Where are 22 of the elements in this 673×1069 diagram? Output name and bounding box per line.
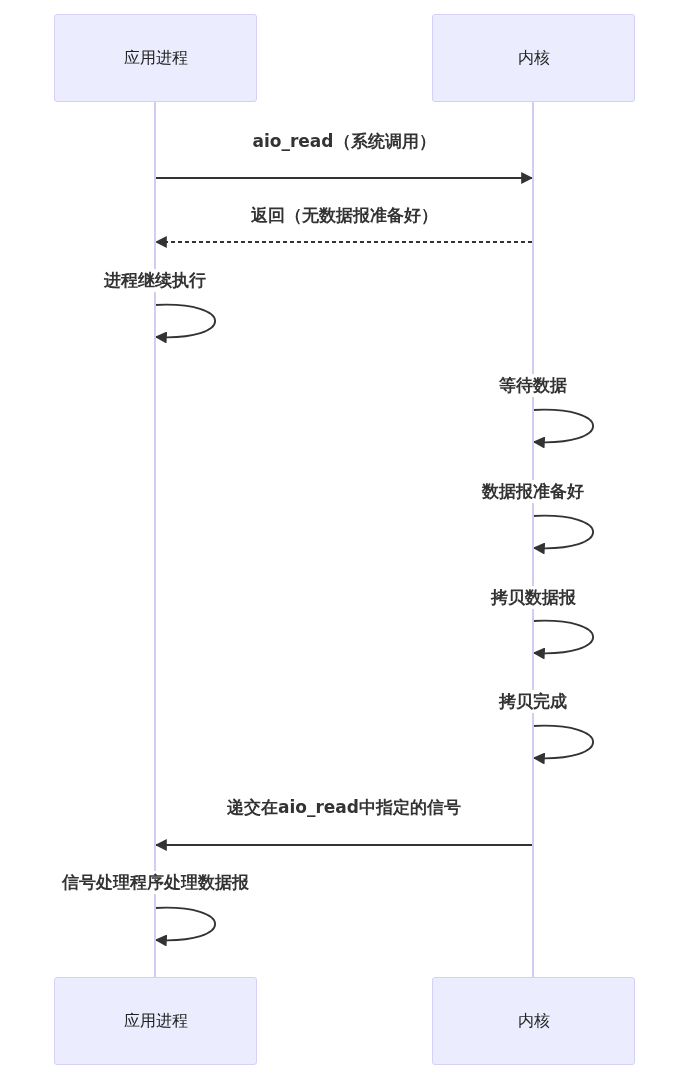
lifeline [154, 102, 156, 977]
message-label: 拷贝完成 [497, 690, 569, 713]
self-loop-arrow [532, 724, 595, 765]
participant-box: 内核 [432, 977, 635, 1065]
self-loop-arrow [532, 619, 595, 660]
self-loop-arrow [532, 514, 595, 555]
message-arrow [154, 236, 533, 248]
message-label: 数据报准备好 [480, 480, 586, 503]
participant-box: 应用进程 [54, 977, 257, 1065]
message-label: 信号处理程序处理数据报 [59, 871, 251, 894]
participant-box: 内核 [432, 14, 635, 102]
self-loop-arrow [154, 303, 217, 344]
participant-box: 应用进程 [54, 14, 257, 102]
message-label: 递交在aio_read中指定的信号 [225, 796, 463, 819]
self-loop-arrow [154, 906, 217, 947]
message-label: 等待数据 [497, 374, 569, 397]
message-label: 进程继续执行 [102, 269, 208, 292]
lifeline [532, 102, 534, 977]
message-arrow [155, 172, 534, 184]
self-loop-arrow [532, 408, 595, 449]
message-label: 拷贝数据报 [488, 586, 578, 609]
message-arrow [154, 839, 533, 851]
